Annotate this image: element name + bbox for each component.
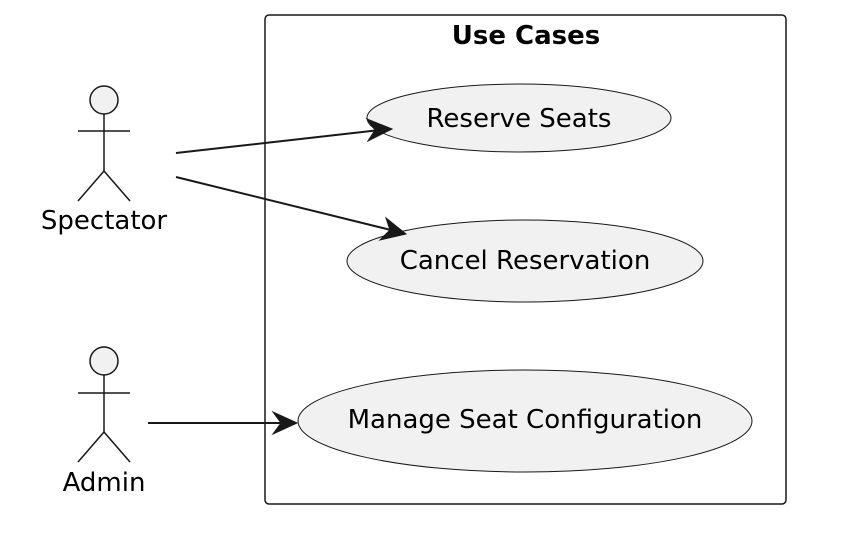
use-case-label: Cancel Reservation <box>400 246 651 276</box>
actor-label-admin: Admin <box>63 468 146 498</box>
use-case-ellipse <box>366 83 672 153</box>
association-line <box>175 129 381 154</box>
arrow-head <box>271 410 299 436</box>
use-case-label: Reserve Seats <box>427 104 612 134</box>
actor-spectator[interactable]: Spectator <box>41 85 168 236</box>
use-case-cancel-reservation[interactable]: Cancel Reservation <box>346 219 704 303</box>
actor-head <box>89 85 119 115</box>
use-case-reserve-seats[interactable]: Reserve Seats <box>366 83 672 153</box>
use-case-ellipse <box>346 219 704 303</box>
actor-admin[interactable]: Admin <box>63 346 146 498</box>
actor-right-leg <box>103 170 131 202</box>
association-spectator-reserve <box>175 117 394 154</box>
actor-right-leg <box>103 431 131 463</box>
actor-left-leg <box>77 170 105 202</box>
actor-left-leg <box>77 431 105 463</box>
arrow-head <box>378 216 408 241</box>
actor-head <box>89 346 119 376</box>
use-case-manage-seat-configuration[interactable]: Manage Seat Configuration <box>297 369 753 473</box>
association-admin-manage <box>148 410 299 436</box>
association-line <box>175 176 396 232</box>
use-case-ellipse <box>297 369 753 473</box>
boundary-title: Use Cases <box>452 21 600 51</box>
actor-label-spectator: Spectator <box>41 206 168 236</box>
association-spectator-cancel <box>175 176 408 241</box>
use-case-label: Manage Seat Configuration <box>348 405 703 435</box>
arrow-head <box>365 117 394 143</box>
